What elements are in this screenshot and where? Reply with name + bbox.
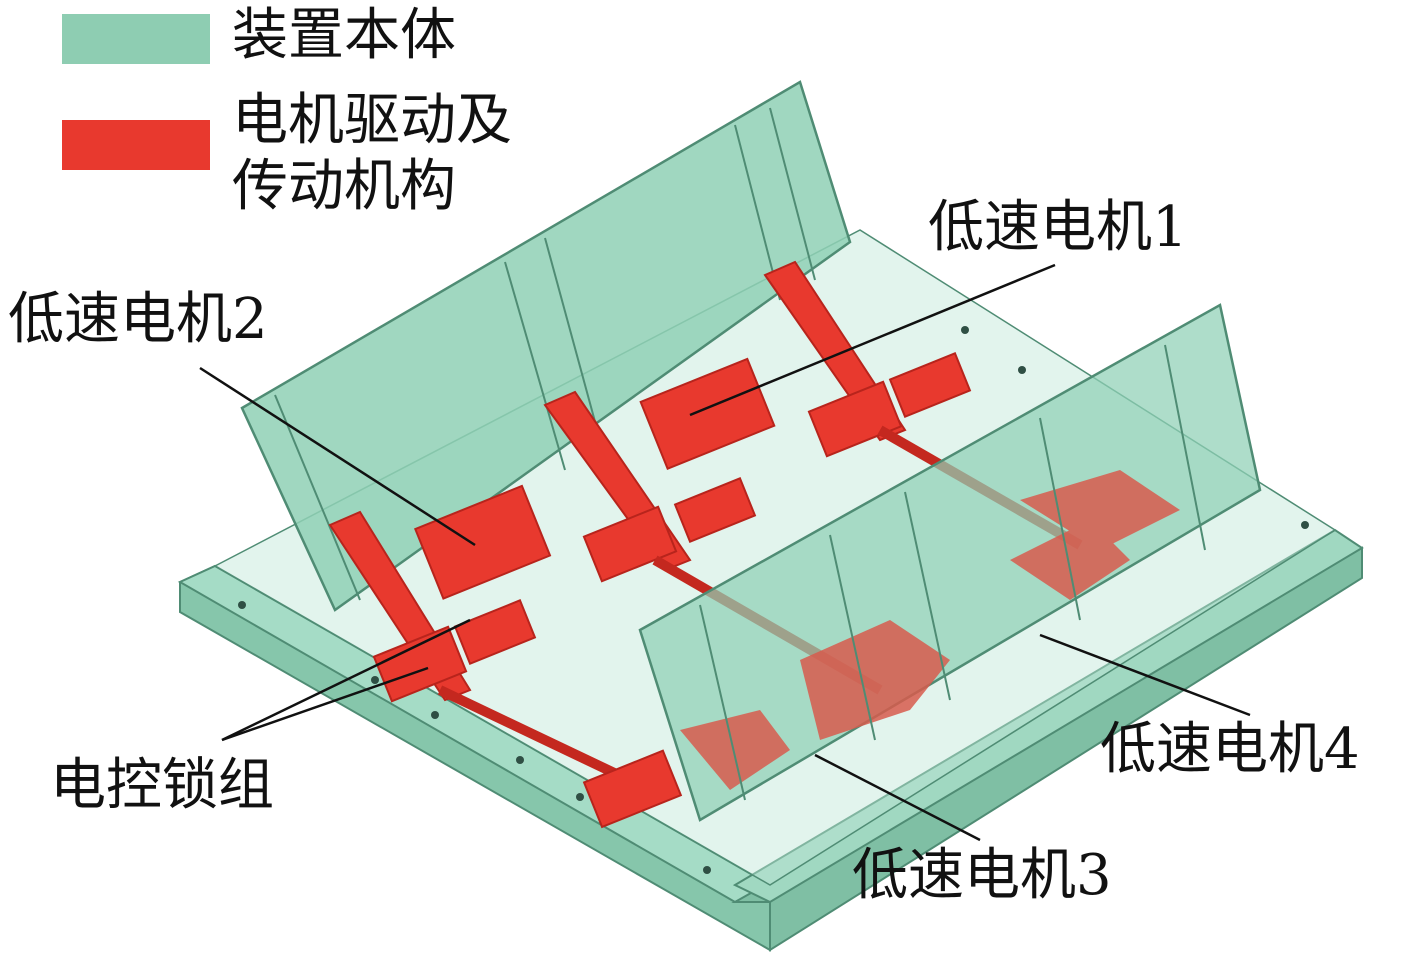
rear-panel-face — [240, 80, 852, 612]
rear-rib — [504, 261, 566, 471]
label-motor3: 低速电机3 — [852, 843, 1112, 908]
leader-locks-b — [221, 666, 429, 742]
bolt-holes — [238, 326, 1309, 874]
drive-mechanism — [328, 260, 1083, 829]
label-motor4: 低速电机4 — [1100, 717, 1360, 782]
lock-block — [453, 599, 537, 665]
ghost-mechanism — [680, 470, 1180, 790]
leader-motor3 — [814, 753, 981, 842]
legend-label-body: 装置本体 — [232, 3, 456, 68]
front-rib — [699, 604, 746, 801]
leader-locks-a — [221, 618, 471, 742]
lock-block — [582, 749, 683, 829]
legend-swatch-drive — [62, 120, 210, 170]
front-rib — [904, 491, 951, 701]
front-panel — [638, 303, 1262, 822]
leader-motor1 — [689, 263, 1056, 417]
motor-1-body — [639, 357, 776, 471]
label-motor1: 低速电机1 — [928, 195, 1188, 260]
front-rib — [829, 534, 876, 741]
leader-motor2 — [199, 366, 476, 547]
front-rib — [1039, 417, 1081, 621]
motor-2-body — [413, 484, 552, 600]
rear-rib — [274, 394, 361, 601]
rear-rib — [544, 237, 601, 441]
leader-lines — [199, 263, 1251, 842]
lock-block — [372, 625, 468, 703]
lock-block — [888, 352, 972, 418]
label-motor2: 低速电机2 — [8, 287, 268, 352]
legend-swatch-body — [62, 14, 210, 64]
rear-panel — [240, 80, 852, 612]
rear-rib — [769, 107, 816, 281]
lock-block — [673, 477, 757, 543]
front-rib — [1164, 344, 1206, 551]
lock-block — [807, 380, 903, 458]
front-panel-face — [638, 303, 1262, 822]
lock-block — [582, 505, 678, 583]
label-locks: 电控锁组 — [50, 753, 274, 818]
legend-label-drive: 电机驱动及 传动机构 — [232, 88, 512, 219]
leader-motor4 — [1039, 633, 1251, 717]
